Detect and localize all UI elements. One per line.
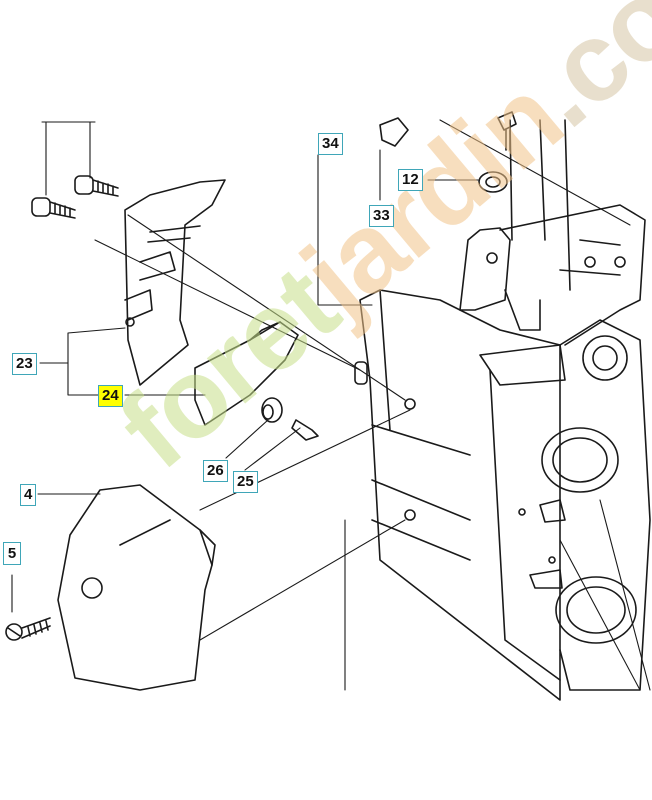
top-bolt (497, 111, 517, 151)
callout-24[interactable]: 24 (98, 385, 123, 407)
callout-34[interactable]: 34 (318, 133, 343, 155)
callout-26[interactable]: 26 (203, 460, 228, 482)
callout-12[interactable]: 12 (398, 169, 423, 191)
callout-4[interactable]: 4 (20, 484, 37, 506)
screws-pair (31, 175, 119, 219)
wedge-part (194, 321, 299, 426)
callout-5[interactable]: 5 (3, 542, 21, 565)
side-cover (57, 484, 216, 691)
chain-guide-plate (124, 179, 226, 386)
callout-25[interactable]: 25 (233, 471, 258, 493)
part-33-block (379, 117, 409, 147)
grommet-12 (478, 171, 508, 193)
small-bushing (261, 397, 283, 423)
callout-33[interactable]: 33 (369, 205, 394, 227)
small-pin (291, 419, 319, 441)
callout-23[interactable]: 23 (12, 353, 37, 375)
crankcase-body (354, 119, 651, 701)
screw-5 (5, 617, 51, 641)
leader-lines (11, 119, 651, 691)
